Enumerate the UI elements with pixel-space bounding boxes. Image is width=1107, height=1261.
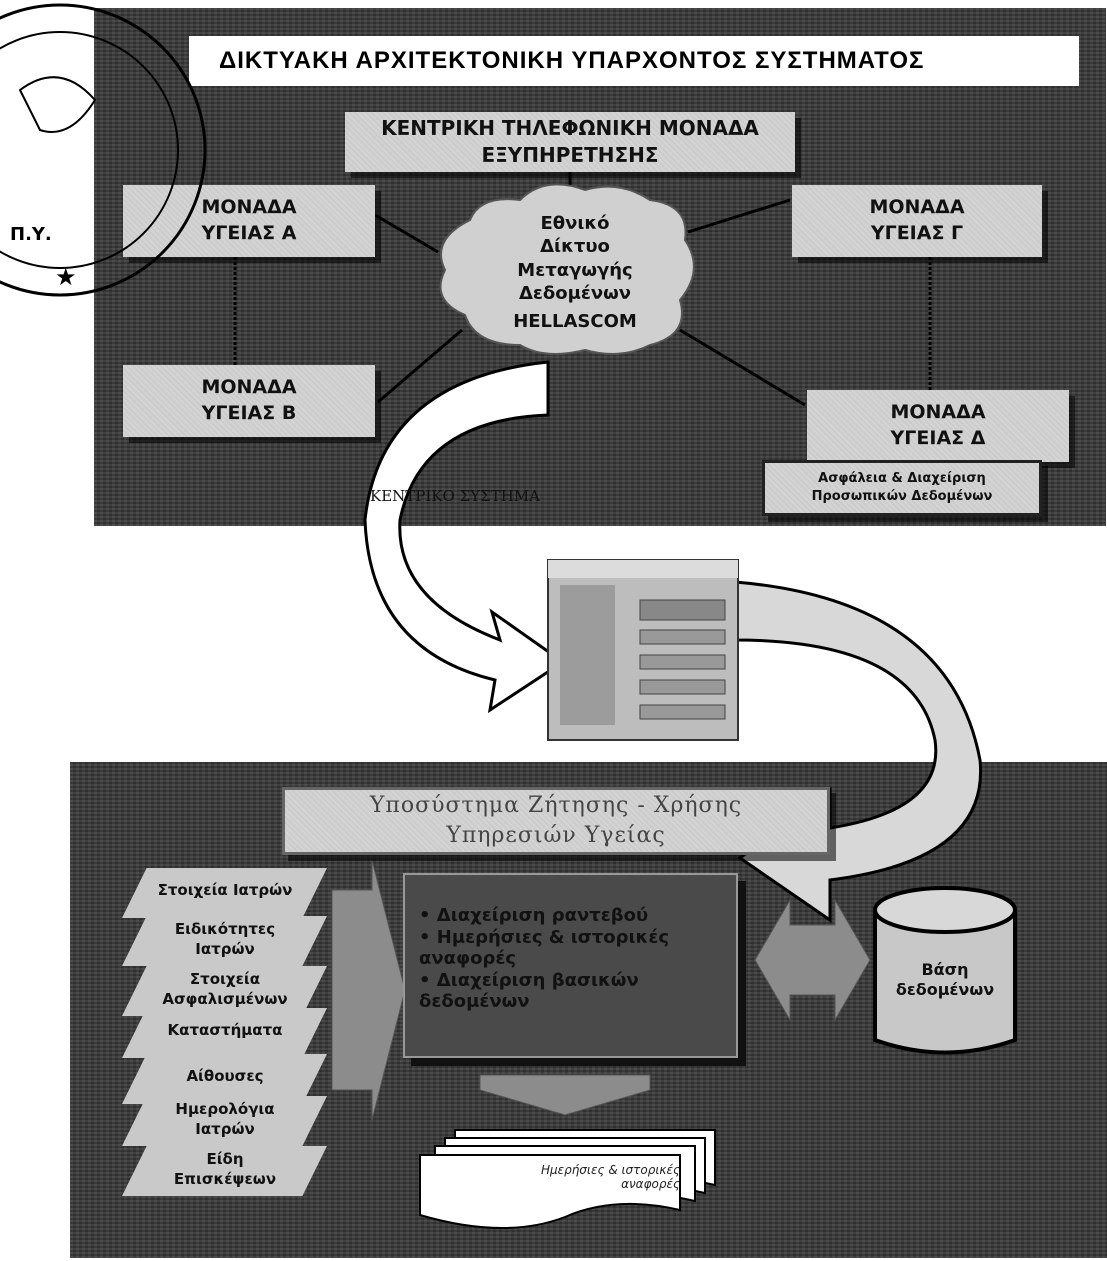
- health-unit-a: ΜΟΝΑΔΑ ΥΓΕΙΑΣ Α: [123, 185, 375, 257]
- link-b-cloud: [377, 328, 463, 404]
- health-unit-a-line1: ΜΟΝΑΔΑ: [201, 196, 297, 219]
- function-reports: Ημερήσιες & ιστορικές αναφορές: [419, 926, 670, 970]
- input-item-line2: Ασφαλισμένων: [162, 989, 288, 1008]
- cloud-line1: Εθνικό: [540, 213, 610, 234]
- input-item-line1: Είδη: [206, 1150, 244, 1168]
- health-unit-a-line2: ΥΓΕΙΑΣ Α: [201, 222, 297, 244]
- health-unit-c-line1: ΜΟΝΑΔΑ: [869, 196, 965, 219]
- functions-box: • Διαχείριση ραντεβού • Ημερήσιες & ιστο…: [403, 873, 738, 1058]
- input-item-line1: Ειδικότητες: [174, 920, 276, 938]
- diagram-title: ΔΙΚΤΥΑΚΗ ΑΡΧΙΤΕΚΤΟΝΙΚΗ ΥΠΑΡΧΟΝΤΟΣ ΣΥΣΤΗΜ…: [189, 36, 1079, 86]
- reports-line1: Ημερήσιες & ιστορικές: [540, 1163, 680, 1177]
- arrow-inputs-to-functions: [331, 859, 406, 1121]
- health-unit-b-line1: ΜΟΝΑΔΑ: [201, 376, 297, 399]
- link-a-cloud: [374, 213, 439, 254]
- input-item: Αίθουσες: [125, 1067, 325, 1087]
- database-line2: δεδομένων: [895, 980, 995, 999]
- reports-stack-icon: [419, 1129, 716, 1230]
- subsystem-banner: Υποσύστημα Ζήτησης - Χρήσης Υπηρεσιών Υγ…: [282, 787, 830, 855]
- input-item-shape: [122, 1008, 327, 1058]
- reports-line2: αναφορές: [621, 1177, 680, 1192]
- input-item-shape: [122, 1096, 327, 1146]
- input-item-line1: Στοιχεία: [189, 970, 261, 988]
- function-appointments: Διαχείριση ραντεβού: [436, 905, 649, 926]
- input-item-line1: Καταστήματα: [167, 1021, 283, 1039]
- input-item-shape: [122, 1146, 327, 1196]
- central-unit-line1: ΚΕΝΤΡΙΚΗ ΤΗΛΕΦΩΝΙΚΗ ΜΟΝΑΔΑ: [381, 116, 759, 140]
- input-item-line2: Ιατρών: [195, 1119, 255, 1138]
- input-item-shape: [122, 916, 327, 966]
- cloud-label: Εθνικό Δίκτυο Μεταγωγής Δεδομένων HELLAS…: [470, 212, 680, 333]
- cloud-line4: Δεδομένων: [518, 283, 632, 305]
- health-unit-b: ΜΟΝΑΔΑ ΥΓΕΙΑΣ Β: [123, 365, 375, 437]
- link-d-cloud: [679, 328, 806, 407]
- svg-text:★: ★: [55, 263, 77, 291]
- input-item-line1: Ημερολόγια: [175, 1100, 275, 1118]
- central-telephone-unit: ΚΕΝΤΡΙΚΗ ΤΗΛΕΦΩΝΙΚΗ ΜΟΝΑΔΑ ΕΞΥΠΗΡΕΤΗΣΗΣ: [345, 112, 795, 172]
- function-item: • Διαχείριση βασικών δεδομένων: [419, 969, 639, 1013]
- input-item-line2: Ιατρών: [195, 939, 255, 958]
- health-unit-d-line1: ΜΟΝΑΔΑ: [890, 401, 986, 424]
- central-system-label: ΚΕΝΤΡΙΚΟ ΣΥΣΤΗΜΑ: [370, 487, 540, 505]
- security-line2: Προσωπικών Δεδομένων: [811, 489, 993, 504]
- input-item-line2: Επισκέψεων: [173, 1169, 277, 1188]
- health-unit-c-line2: ΥΓΕΙΑΣ Γ: [870, 222, 964, 244]
- health-unit-c: ΜΟΝΑΔΑ ΥΓΕΙΑΣ Γ: [792, 185, 1042, 257]
- health-unit-d: ΜΟΝΑΔΑ ΥΓΕΙΑΣ Δ: [807, 390, 1069, 462]
- svg-text:Π.Υ.: Π.Υ.: [10, 224, 52, 245]
- arrow-network-to-server: [363, 360, 566, 714]
- arrow-functions-database: [754, 898, 871, 1022]
- function-basic-data: Διαχείριση βασικών δεδομένων: [419, 969, 639, 1013]
- cloud-line2: Δίκτυο: [540, 236, 610, 258]
- server-icon: [547, 559, 739, 741]
- cloud-line3: Μεταγωγής: [517, 259, 633, 281]
- link-c-cloud: [687, 198, 791, 234]
- input-item-line1: Αίθουσες: [186, 1067, 264, 1085]
- input-item: Καταστήματα: [125, 1021, 325, 1041]
- database-line1: Βάση: [921, 960, 969, 979]
- cloud-shape: [439, 183, 695, 355]
- input-item-shape: [122, 868, 327, 918]
- database-label: Βάση δεδομένων: [875, 960, 1015, 1000]
- input-item-shape: [122, 966, 327, 1016]
- database-icon: [873, 886, 1017, 1055]
- function-item: • Ημερήσιες & ιστορικές αναφορές: [419, 926, 670, 970]
- health-unit-d-line2: ΥΓΕΙΑΣ Δ: [890, 427, 986, 449]
- input-item: Στοιχεία Ιατρών: [125, 881, 325, 901]
- security-box: Ασφάλεια & Διαχείριση Προσωπικών Δεδομέν…: [762, 460, 1042, 516]
- input-item-line1: Στοιχεία Ιατρών: [157, 881, 293, 899]
- function-item: • Διαχείριση ραντεβού: [419, 905, 649, 926]
- health-unit-b-line2: ΥΓΕΙΑΣ Β: [201, 402, 297, 424]
- reports-label: Ημερήσιες & ιστορικές αναφορές: [490, 1163, 680, 1192]
- subsystem-line2: Υπηρεσιών Υγείας: [446, 823, 666, 848]
- input-item-shape: [122, 1054, 327, 1104]
- security-line1: Ασφάλεια & Διαχείριση: [818, 471, 986, 487]
- cloud-line5: HELLASCOM: [513, 310, 637, 332]
- arrow-functions-reports: [479, 1074, 651, 1116]
- central-unit-line2: ΕΞΥΠΗΡΕΤΗΣΗΣ: [481, 143, 659, 167]
- subsystem-line1: Υποσύστημα Ζήτησης - Χρήσης: [369, 793, 743, 819]
